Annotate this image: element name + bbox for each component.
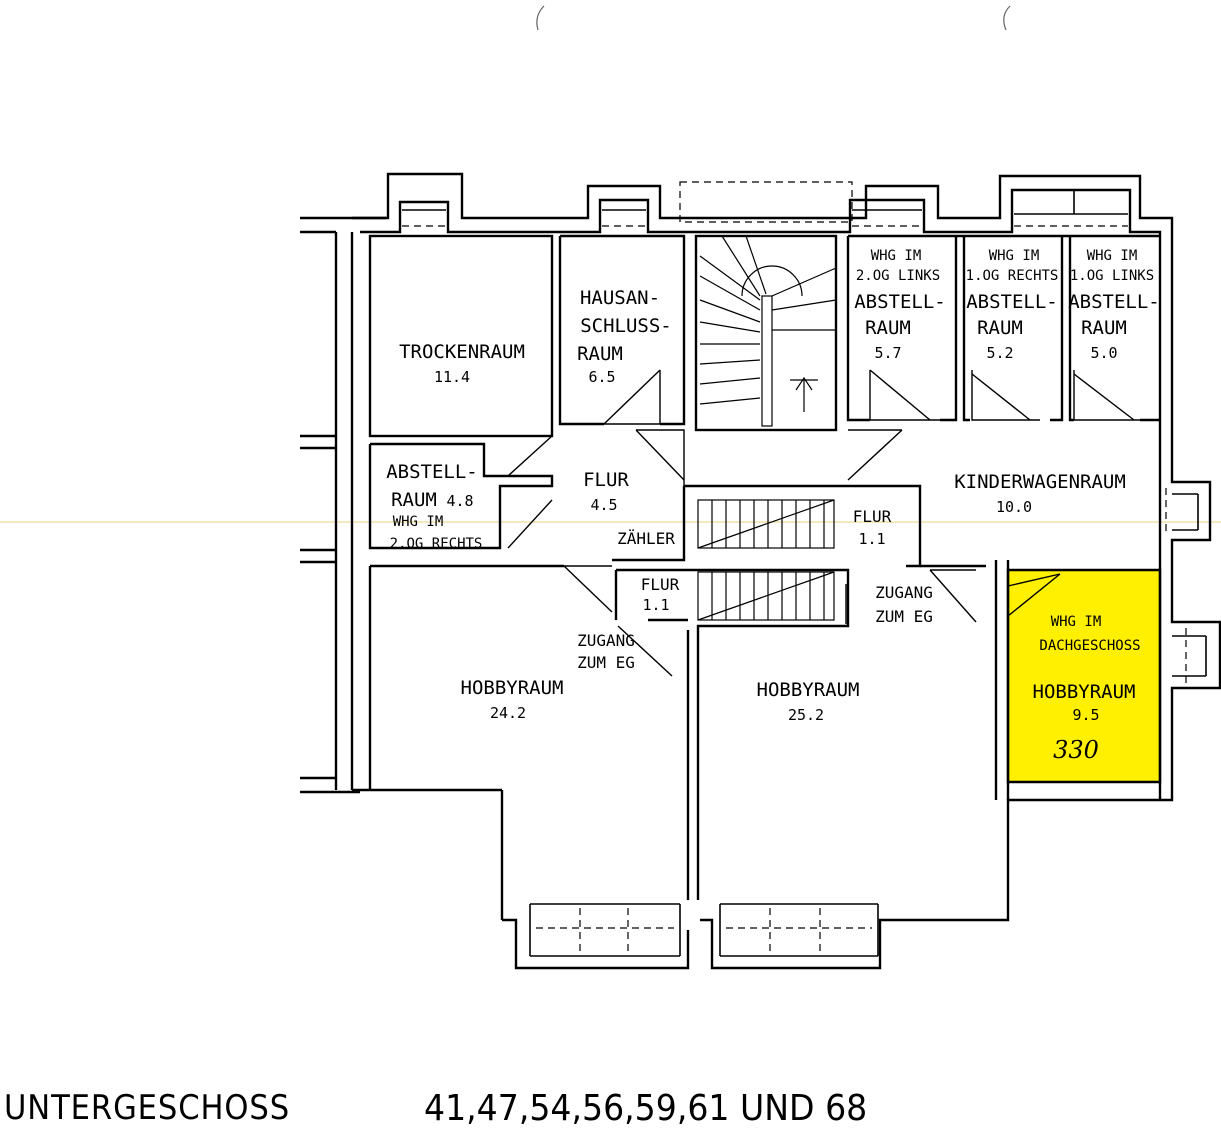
- hobby-mid-name: HOBBYRAUM: [757, 679, 860, 701]
- abstell-2og-links-area: 5.7: [874, 344, 901, 362]
- hobby-left-name: HOBBYRAUM: [461, 677, 564, 699]
- room-labels: TROCKENRAUM 11.4 HAUSAN- SCHLUSS- RAUM 6…: [386, 248, 1160, 764]
- inner-walls: [368, 234, 1160, 900]
- abstell-1og-links-name2: RAUM: [1081, 317, 1127, 339]
- door-swings: [507, 369, 1140, 677]
- floor-name: UNTERGESCHOSS: [4, 1088, 291, 1128]
- hobby-dach-name: HOBBYRAUM: [1033, 681, 1136, 703]
- trockenraum-name: TROCKENRAUM: [399, 341, 525, 363]
- abstell-1og-rechts-name2: RAUM: [977, 317, 1023, 339]
- hobby-dach-handwritten: 330: [1053, 736, 1099, 764]
- hobby-dach-area: 9.5: [1072, 706, 1099, 724]
- left-annex: [300, 216, 386, 794]
- abstell-1og-links-owner2: 1.OG LINKS: [1070, 268, 1154, 284]
- zugang-right-line2: ZUM EG: [875, 607, 933, 626]
- hausanschluss-line2: SCHLUSS-: [580, 315, 672, 337]
- flur-upper-area: 1.1: [858, 530, 885, 548]
- hobby-dach-owner1: WHG IM: [1051, 614, 1102, 630]
- zugang-left-line1: ZUGANG: [577, 631, 635, 650]
- house-numbers: 41,47,54,56,59,61 UND 68: [424, 1088, 868, 1129]
- zugang-right-line1: ZUGANG: [875, 583, 933, 602]
- abstell-1og-links-name1: ABSTELL-: [1068, 291, 1160, 313]
- abstell-2og-links-owner1: WHG IM: [871, 248, 922, 264]
- kinderwagenraum-name: KINDERWAGENRAUM: [954, 471, 1126, 493]
- abstell-1og-links-area: 5.0: [1090, 344, 1117, 362]
- hobby-dach-owner2: DACHGESCHOSS: [1039, 638, 1140, 654]
- abstell-2og-rechts-name2: RAUM: [391, 489, 437, 511]
- scan-mark: [536, 5, 545, 31]
- hobby-mid-area: 25.2: [788, 706, 824, 724]
- abstell-2og-rechts-owner2: 2.OG RECHTS: [390, 536, 483, 552]
- abstell-1og-rechts-area: 5.2: [986, 344, 1013, 362]
- abstell-1og-rechts-name1: ABSTELL-: [966, 291, 1058, 313]
- flur-lower-name: FLUR: [641, 575, 680, 594]
- abstell-2og-links-owner2: 2.OG LINKS: [856, 268, 940, 284]
- zugang-left-line2: ZUM EG: [577, 653, 635, 672]
- outer-walls: [352, 172, 1221, 970]
- abstell-1og-rechts-owner2: 1.OG RECHTS: [966, 268, 1059, 284]
- abstell-2og-links-name1: ABSTELL-: [854, 291, 946, 313]
- abstell-2og-rechts-area: 4.8: [446, 492, 473, 510]
- hausanschluss-line1: HAUSAN-: [580, 287, 660, 309]
- kinderwagenraum-area: 10.0: [996, 498, 1032, 516]
- stairs: [697, 235, 837, 621]
- flur-main-area: 4.5: [590, 496, 617, 514]
- abstell-2og-rechts-owner1: WHG IM: [393, 514, 444, 530]
- hobby-left-area: 24.2: [490, 704, 526, 722]
- abstell-2og-links-name2: RAUM: [865, 317, 911, 339]
- flur-lower-area: 1.1: [642, 596, 669, 614]
- hausanschluss-line3: RAUM: [577, 343, 623, 365]
- abstell-1og-rechts-owner1: WHG IM: [989, 248, 1040, 264]
- flur-main-name: FLUR: [583, 469, 629, 491]
- abstell-1og-links-owner1: WHG IM: [1087, 248, 1138, 264]
- trockenraum-area: 11.4: [434, 368, 470, 386]
- abstell-2og-rechts-name1: ABSTELL-: [386, 461, 478, 483]
- zaehler-label: ZÄHLER: [617, 529, 675, 548]
- scan-mark: [1003, 5, 1011, 31]
- hausanschluss-area: 6.5: [588, 368, 615, 386]
- flur-upper-name: FLUR: [853, 507, 892, 526]
